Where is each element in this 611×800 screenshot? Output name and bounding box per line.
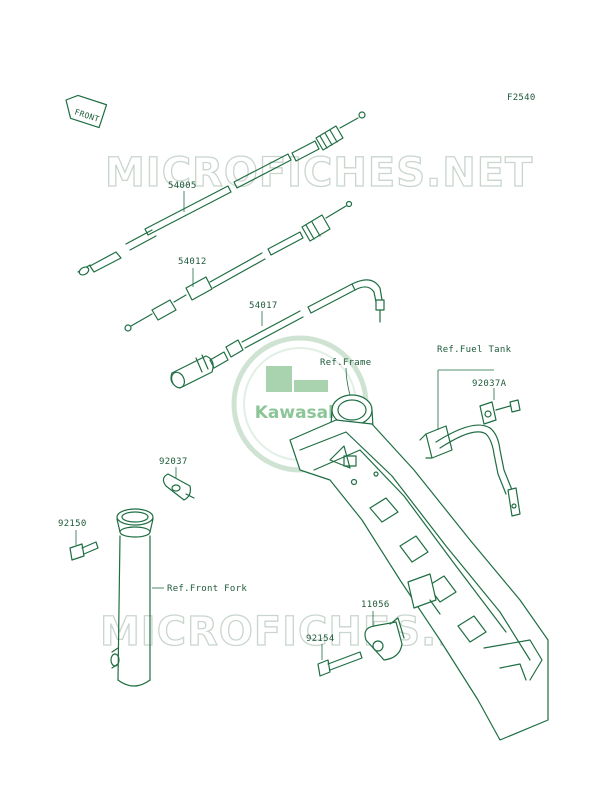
part-label-92150: 92150: [58, 519, 87, 529]
part-label-54012: 54012: [178, 257, 207, 267]
fuel-tank-mount: [435, 399, 521, 517]
part-label-92037A: 92037A: [472, 379, 507, 389]
part-label-54005: 54005: [168, 181, 197, 191]
bracket-11056: [364, 617, 405, 661]
cable-54005: [77, 111, 366, 276]
watermark-top: MICROFICHES.NET: [105, 150, 533, 196]
part-label-11056: 11056: [361, 600, 390, 610]
part-label-54017: 54017: [249, 301, 278, 311]
clamp-92037: [162, 473, 195, 501]
reference-fuel-tank: Ref.Fuel Tank: [437, 345, 512, 355]
frame: [289, 394, 549, 741]
bolt-92154: [317, 651, 363, 677]
figure-code: F2540: [507, 93, 536, 103]
front-fork: [110, 508, 154, 687]
reference-front-fork: Ref.Front Fork: [167, 584, 247, 594]
front-arrow-icon: FRONT: [65, 94, 108, 129]
part-label-92154: 92154: [306, 634, 335, 644]
kawasaki-logo-text: Kawasaki: [255, 403, 346, 423]
cable-54012: [124, 200, 353, 332]
cable-54017: [170, 279, 385, 389]
part-label-92037: 92037: [159, 457, 188, 467]
bolt-92150: [69, 541, 99, 561]
reference-frame: Ref.Frame: [320, 358, 371, 368]
